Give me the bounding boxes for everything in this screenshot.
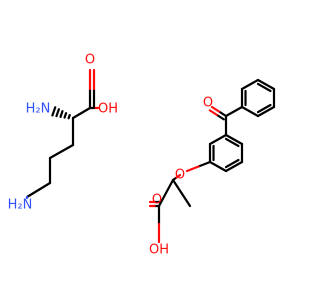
atom-label-oh-top: OH bbox=[98, 102, 118, 117]
bond-layer bbox=[25, 68, 276, 244]
bond-ch-acid bbox=[157, 178, 175, 208]
hashed-wedge-5 bbox=[51, 106, 57, 117]
atom-label-oh-acid: OH bbox=[149, 243, 169, 258]
atom-label-h2n-top: H₂N bbox=[26, 102, 51, 117]
hashed-wedge-3 bbox=[59, 110, 64, 118]
bond-alpha-carboxyl bbox=[71, 106, 92, 120]
ring1-bond-3 bbox=[240, 105, 260, 118]
atom-label-o-ether: O bbox=[175, 168, 185, 183]
hashed-wedge-1 bbox=[67, 113, 71, 120]
bond-ketone-1-a bbox=[217, 110, 228, 118]
bond-ketone-2-b bbox=[208, 109, 218, 116]
ring2-inner-0 bbox=[224, 137, 240, 148]
atom-label-o-acid: O bbox=[152, 193, 162, 208]
ring1-inner-1 bbox=[256, 103, 272, 114]
hashed-wedge-4 bbox=[55, 108, 60, 118]
bond-ketone-2-a bbox=[215, 113, 225, 121]
hashed-wedge-2 bbox=[63, 112, 68, 119]
bond-ch-methyl bbox=[171, 178, 192, 208]
ring2-bond-0 bbox=[224, 133, 244, 146]
bond-ring2-ether-b bbox=[185, 165, 200, 173]
atom-label-h2n-bottom: H₂N bbox=[8, 198, 33, 213]
ring2-inner-1 bbox=[224, 158, 240, 169]
ring1-bond-5 bbox=[240, 78, 260, 91]
atom-label-o-ketone: O bbox=[203, 96, 213, 111]
bond-ether-ch-b bbox=[175, 173, 182, 179]
atom-label-layer: H₂N OH O H₂N O O O OH bbox=[8, 53, 213, 258]
bond-ring1-carbonyl bbox=[224, 105, 244, 118]
bond-ring2-ether-a bbox=[197, 160, 212, 168]
bond-side-2 bbox=[48, 143, 75, 160]
atom-label-o-top: O bbox=[85, 53, 95, 68]
ring2-bond-2 bbox=[224, 160, 244, 173]
ring2-bond-3 bbox=[208, 160, 228, 173]
ring1-bond-0 bbox=[256, 78, 276, 91]
molecule-canvas: H₂N OH O H₂N O O O OH bbox=[8, 53, 276, 258]
ring1-bond-2 bbox=[256, 105, 276, 118]
bond-ketone-1-b bbox=[210, 105, 221, 113]
ring1-inner-0 bbox=[256, 82, 272, 93]
ring2-bond-5 bbox=[208, 133, 228, 146]
bond-side-4 bbox=[25, 181, 52, 199]
